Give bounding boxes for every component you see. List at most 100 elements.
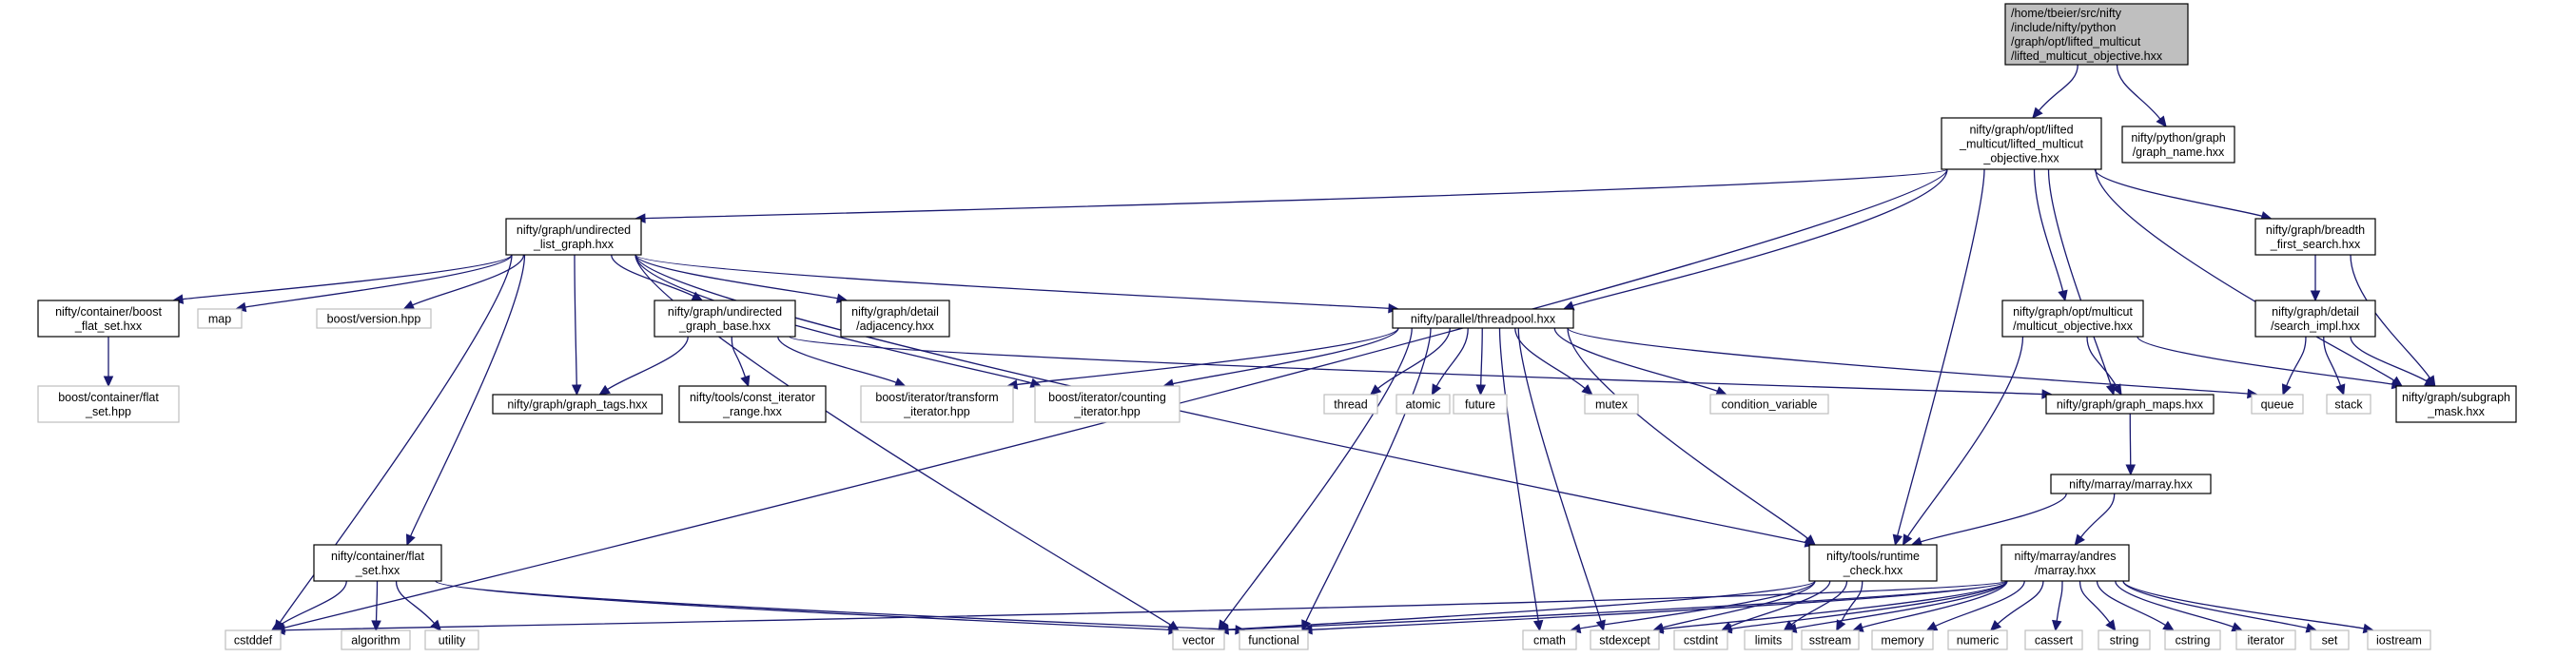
edge-tp-bti bbox=[1016, 327, 1399, 386]
edge-tp-queue bbox=[1567, 327, 2249, 395]
node-label: condition_variable bbox=[1722, 398, 1818, 412]
arrowhead bbox=[2310, 290, 2321, 302]
node-label: nifty/parallel/threadpool.hxx bbox=[1411, 313, 1556, 326]
node-label: vector bbox=[1182, 634, 1215, 648]
edge-ugb-bti bbox=[777, 336, 897, 383]
node-label: cstring bbox=[2176, 634, 2211, 648]
node-label: map bbox=[208, 313, 231, 326]
node-box bbox=[341, 629, 411, 650]
arrowhead bbox=[1902, 533, 1913, 547]
edge-gmaps-marray bbox=[2129, 413, 2132, 466]
edge-rc-limits bbox=[1790, 580, 1848, 626]
node-label: limits bbox=[1755, 634, 1782, 648]
node-label: stdexcept bbox=[1599, 634, 1650, 648]
edge-ulg-cbfs bbox=[182, 254, 513, 300]
node-am[interactable]: nifty/marray/andres/marray.hxx bbox=[2000, 544, 2130, 582]
node-label: /adjacency.hxx bbox=[856, 319, 935, 333]
node-label: utility bbox=[439, 634, 466, 648]
node-label: nifty/graph/detail bbox=[2272, 305, 2359, 319]
node-marray[interactable]: nifty/marray/marray.hxx bbox=[2050, 474, 2212, 494]
node-label: set bbox=[2322, 634, 2338, 648]
arrowhead bbox=[740, 375, 751, 388]
node-algorithm: algorithm bbox=[341, 629, 411, 650]
node-box bbox=[1801, 629, 1860, 650]
node-mo[interactable]: nifty/graph/opt/multicut/multicut_object… bbox=[2001, 300, 2144, 338]
node-tp[interactable]: nifty/parallel/threadpool.hxx bbox=[1392, 308, 1574, 329]
node-box bbox=[224, 629, 282, 650]
node-box bbox=[197, 308, 243, 329]
node-ulg[interactable]: nifty/graph/undirected_list_graph.hxx bbox=[505, 218, 642, 256]
arrowhead bbox=[2281, 383, 2292, 397]
arrowhead bbox=[1431, 383, 1442, 397]
node-lmo[interactable]: nifty/graph/opt/lifted_multicut/lifted_m… bbox=[1941, 117, 2102, 170]
node-rc[interactable]: nifty/tools/runtime_check.hxx bbox=[1808, 544, 1938, 582]
node-si[interactable]: nifty/graph/detail/search_impl.hxx bbox=[2254, 300, 2376, 338]
node-utility: utility bbox=[424, 629, 479, 650]
arrowhead bbox=[2335, 383, 2346, 397]
node-label: /home/tbeier/src/nifty bbox=[2011, 7, 2122, 20]
arrowhead bbox=[402, 300, 416, 310]
node-label: nifty/graph/graph_tags.hxx bbox=[507, 398, 648, 412]
node-bci: boost/iterator/counting_iterator.hpp bbox=[1034, 385, 1181, 423]
edge-am-cstdint bbox=[1730, 580, 2008, 629]
edge-am-vector bbox=[1227, 580, 2008, 631]
edge-root-lmo bbox=[2038, 64, 2078, 111]
node-gmaps[interactable]: nifty/graph/graph_maps.hxx bbox=[2045, 394, 2215, 415]
edge-marray-rc bbox=[1920, 493, 2067, 543]
node-box bbox=[2326, 394, 2371, 415]
node-label: _mask.hxx bbox=[2427, 405, 2485, 418]
node-label: memory bbox=[1881, 634, 1924, 648]
node-ugb[interactable]: nifty/graph/undirected_graph_base.hxx bbox=[654, 300, 796, 338]
node-cstdint: cstdint bbox=[1673, 629, 1728, 650]
node-label: thread bbox=[1334, 398, 1367, 412]
edge-am-cstring bbox=[2096, 580, 2166, 627]
node-cassert: cassert bbox=[2024, 629, 2083, 650]
edge-lmo-ulg bbox=[644, 168, 1948, 220]
node-vector: vector bbox=[1172, 629, 1225, 650]
node-box bbox=[1453, 394, 1508, 415]
edge-tp-vector bbox=[1222, 327, 1413, 623]
node-box bbox=[2395, 385, 2517, 423]
edge-si-stack bbox=[2323, 336, 2342, 386]
edge-lmo-smask bbox=[2095, 168, 2395, 381]
node-memory: memory bbox=[1871, 629, 1934, 650]
node-stdexcept: stdexcept bbox=[1590, 629, 1660, 650]
arrowhead bbox=[2052, 619, 2062, 632]
node-label: cassert bbox=[2035, 634, 2074, 648]
node-box bbox=[860, 385, 1014, 423]
node-label: future bbox=[1465, 398, 1495, 412]
node-gtags[interactable]: nifty/graph/graph_tags.hxx bbox=[492, 394, 663, 415]
node-layer: /home/tbeier/src/nifty/include/nifty/pyt… bbox=[37, 3, 2517, 650]
node-box bbox=[2024, 629, 2083, 650]
node-bfs[interactable]: nifty/graph/breadth_first_search.hxx bbox=[2254, 218, 2376, 256]
edge-tp-stdexcept bbox=[1517, 327, 1602, 622]
edge-lmo-tp bbox=[1572, 168, 1948, 307]
node-map: map bbox=[197, 308, 243, 329]
node-cbfs[interactable]: nifty/container/boost_flat_set.hxx bbox=[37, 300, 180, 338]
node-gname[interactable]: nifty/python/graph/graph_name.hxx bbox=[2121, 126, 2235, 164]
node-box bbox=[2098, 629, 2151, 650]
node-string: string bbox=[2098, 629, 2151, 650]
node-box bbox=[2164, 629, 2221, 650]
edge-tp-thread bbox=[1377, 327, 1451, 390]
arrowhead bbox=[1475, 384, 1486, 397]
arrowhead bbox=[1892, 533, 1903, 547]
edge-mo-smask bbox=[2137, 336, 2393, 385]
node-root[interactable]: /home/tbeier/src/nifty/include/nifty/pyt… bbox=[2004, 3, 2189, 66]
node-box bbox=[2004, 3, 2189, 66]
edge-root-gname bbox=[2116, 64, 2161, 120]
node-smask[interactable]: nifty/graph/subgraph_mask.hxx bbox=[2395, 385, 2517, 423]
edge-ulg-adj bbox=[634, 254, 838, 300]
node-label: boost/version.hpp bbox=[327, 313, 421, 326]
node-label: functional bbox=[1248, 634, 1299, 648]
node-box bbox=[2000, 544, 2130, 582]
node-label: _iterator.hpp bbox=[1073, 405, 1141, 418]
edge-ulg-bci bbox=[634, 254, 1032, 384]
node-label: _flat_set.hxx bbox=[74, 319, 143, 333]
edge-cfs-algorithm bbox=[375, 580, 379, 622]
node-adj[interactable]: nifty/graph/detail/adjacency.hxx bbox=[840, 300, 950, 338]
node-cir[interactable]: nifty/tools/const_iterator_range.hxx bbox=[678, 385, 827, 423]
node-box bbox=[316, 308, 432, 329]
node-cfs[interactable]: nifty/container/flat_set.hxx bbox=[313, 544, 442, 582]
node-label: nifty/container/boost bbox=[55, 305, 162, 319]
